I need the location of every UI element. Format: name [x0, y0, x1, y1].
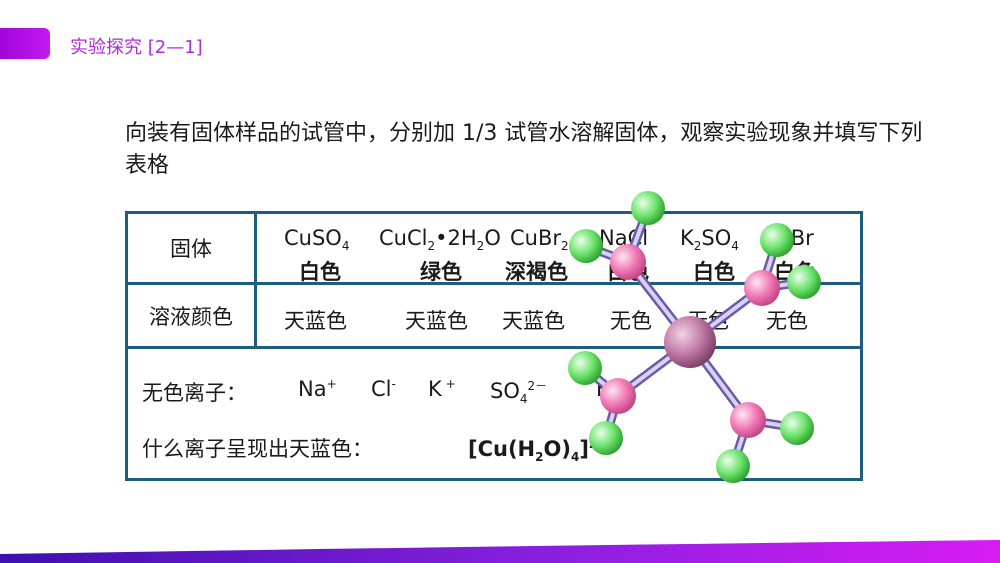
- solid-cuso4: CuSO4: [284, 226, 350, 254]
- oxygen-atoms: [600, 244, 780, 438]
- solution-color-2: 天蓝色: [405, 309, 468, 333]
- solid-cubr2: CuBr2: [510, 226, 569, 254]
- row-header-solid: 固体: [125, 211, 257, 285]
- copper-atom: [664, 316, 716, 368]
- title-tab-marker: [0, 28, 50, 59]
- instruction-text: 向装有固体样品的试管中，分别加 1/3 试管水溶解固体，观察实验现象并填写下列表…: [125, 121, 923, 178]
- solution-color-3: 天蓝色: [502, 309, 565, 333]
- row-header-solution-color: 溶液颜色: [125, 282, 257, 349]
- question-label: 什么离子呈现出天蓝色：: [142, 437, 373, 461]
- ions-label: 无色离子：: [142, 381, 247, 405]
- solid-color-cubr2: 深褐色: [505, 260, 568, 284]
- footer-decoration: [0, 540, 1000, 563]
- solid-color-cuso4: 白色: [299, 260, 341, 284]
- solution-color-1: 天蓝色: [284, 309, 347, 333]
- solid-color-cucl2: 绿色: [420, 260, 462, 284]
- solution-color-6: 无色: [766, 309, 808, 333]
- hydrogen-atoms: [568, 191, 821, 483]
- ion-so4: SO42－: [490, 379, 548, 407]
- solid-k2so4: K2SO4: [680, 226, 739, 254]
- ion-k: K +: [428, 377, 456, 401]
- solid-color-k2so4: 白色: [693, 260, 735, 284]
- solid-cucl2-hydrate: CuCl2•2H2O: [379, 226, 501, 254]
- ion-cl: Cl-: [371, 377, 396, 401]
- table-row-solution-colors: 溶液颜色 天蓝色 天蓝色 天蓝色 无色 无色 无色: [125, 282, 863, 349]
- ion-na: Na+: [298, 377, 337, 401]
- table-row-solids: 固体 CuSO4 CuCl2•2H2O CuBr2 NaCl K2SO4 KBr…: [125, 211, 863, 285]
- solution-colors-cell: 天蓝色 天蓝色 天蓝色 无色 无色 无色: [254, 282, 863, 349]
- slide-title: 实验探究 [2—1]: [70, 37, 203, 58]
- solution-color-4: 无色: [610, 309, 652, 333]
